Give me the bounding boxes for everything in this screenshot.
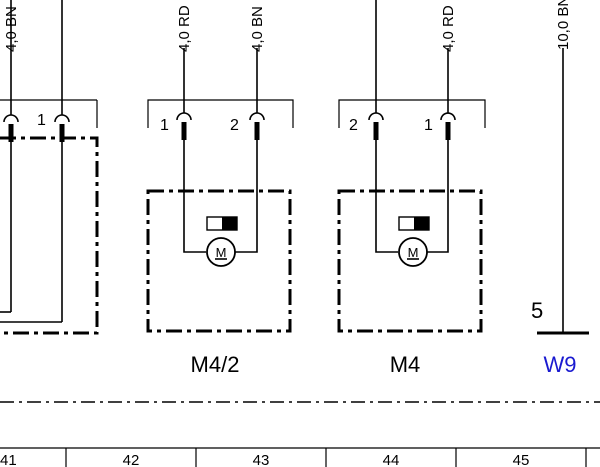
motor-icon xyxy=(206,237,236,267)
pin-label-m4-1: 1 xyxy=(424,117,433,134)
pin-label-m4-2: 2 xyxy=(349,117,358,134)
ground-label-w9: W9 xyxy=(544,352,577,377)
pin-label-m42-1: 1 xyxy=(160,117,169,134)
wire-label-left: 4,0 BN xyxy=(3,6,20,52)
motor-label-m4: M xyxy=(408,245,419,260)
grid-cell-43: 43 xyxy=(253,452,270,467)
pin-label-ground: 5 xyxy=(531,298,543,323)
component-m4 xyxy=(337,0,486,333)
grid-cell-45: 45 xyxy=(513,452,530,467)
component-label-m4: M4 xyxy=(390,352,421,377)
motor-label-m42: M xyxy=(216,245,227,260)
component-label-m4-2: M4/2 xyxy=(191,352,240,377)
left-component xyxy=(0,0,99,335)
pin-label-left: 1 xyxy=(37,112,46,129)
wire-label-m42-left: 4,0 RD xyxy=(176,5,193,52)
pin-label-m42-2: 2 xyxy=(230,117,239,134)
wire-label-m42-right: 4,0 BN xyxy=(249,6,266,52)
wire-label-ground: 10,0 BN xyxy=(555,0,572,50)
ground-point-w9 xyxy=(537,48,589,335)
component-m4-2 xyxy=(146,48,294,333)
motor-icon xyxy=(398,237,428,267)
grid-bar xyxy=(0,447,600,467)
grid-cell-42: 42 xyxy=(123,452,140,467)
grid-cell-44: 44 xyxy=(383,452,400,467)
grid-cell-41: 41 xyxy=(0,452,17,467)
wire-label-m4-right: 4,0 RD xyxy=(440,5,457,52)
